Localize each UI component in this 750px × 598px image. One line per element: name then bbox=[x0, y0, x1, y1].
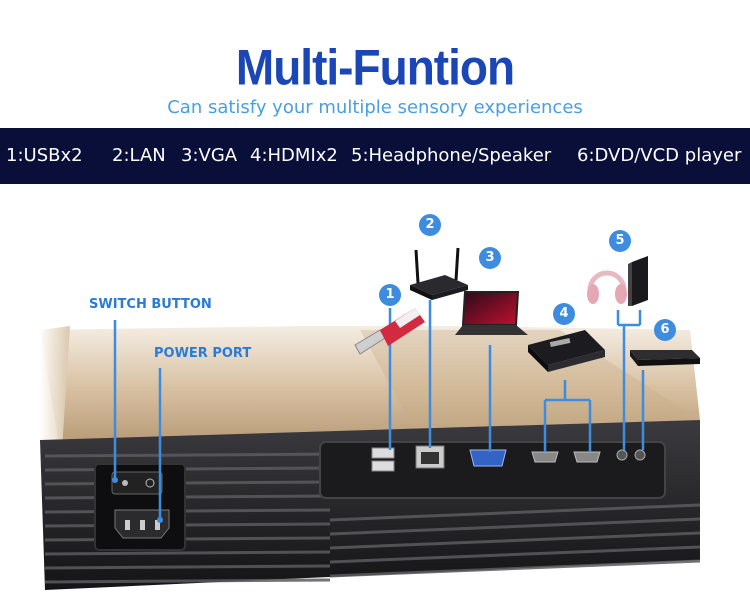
connector-dots bbox=[112, 477, 163, 523]
cooling-fins bbox=[44, 452, 701, 584]
laptop-icon bbox=[455, 291, 528, 335]
badge-lan: 2 bbox=[419, 214, 441, 236]
port-label-usb: 1:USBx2 bbox=[6, 145, 83, 166]
router-icon bbox=[410, 247, 468, 300]
badge-hdmi: 4 bbox=[553, 303, 575, 325]
switch-button-label: SWITCH BUTTON bbox=[89, 297, 212, 312]
port-av bbox=[634, 449, 646, 461]
headphones-icon bbox=[587, 270, 627, 304]
port-label-dvd: 6:DVD/VCD player bbox=[577, 145, 742, 166]
port-lan bbox=[415, 445, 445, 469]
switch-button-graphic bbox=[111, 471, 163, 495]
port-hdmi-2 bbox=[573, 451, 601, 463]
page-subtitle: Can satisfy your multiple sensory experi… bbox=[167, 97, 583, 118]
port-label-hdmi: 4:HDMIx2 bbox=[250, 145, 338, 166]
projector-body bbox=[40, 420, 701, 590]
connector-lines bbox=[113, 300, 645, 520]
badge-vga: 3 bbox=[479, 247, 501, 269]
port-label-headphone: 5:Headphone/Speaker bbox=[351, 145, 552, 166]
power-port-graphic bbox=[114, 509, 170, 539]
ports-band: 1:USBx2 2:LAN 3:VGA 4:HDMIx2 5:Headphone… bbox=[0, 128, 750, 184]
port-label-lan: 2:LAN bbox=[112, 145, 166, 166]
port-vga bbox=[469, 449, 507, 467]
page-title: Multi-Funtion bbox=[235, 38, 515, 96]
hdmi-device-icon bbox=[528, 330, 605, 372]
speaker-icon bbox=[628, 256, 648, 306]
port-usb bbox=[371, 447, 395, 472]
port-hdmi-1 bbox=[531, 451, 559, 463]
badge-usb: 1 bbox=[379, 284, 401, 306]
power-port-label: POWER PORT bbox=[154, 346, 252, 361]
dvd-player-icon bbox=[630, 350, 700, 366]
port-label-vga: 3:VGA bbox=[181, 145, 238, 166]
usb-stick-icon bbox=[354, 308, 425, 355]
badge-headphone: 5 bbox=[609, 230, 631, 252]
port-audio bbox=[616, 449, 628, 461]
badge-dvd: 6 bbox=[654, 319, 676, 341]
